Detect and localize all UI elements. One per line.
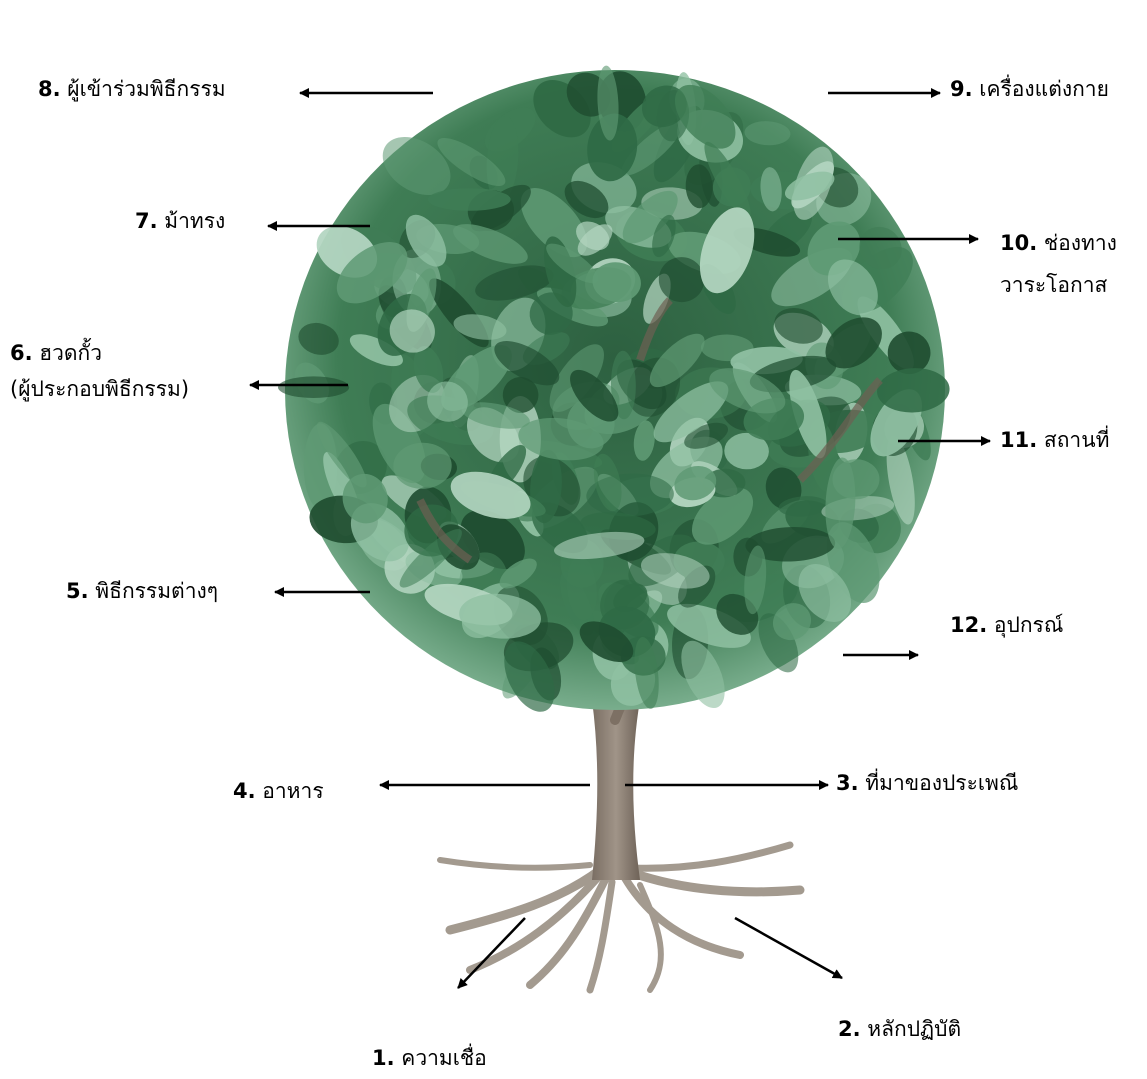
label-equipment: 12. อุปกรณ์ — [950, 612, 1063, 638]
label-number: 12. — [950, 613, 987, 637]
label-medium: 7. ม้าทรง — [135, 208, 225, 234]
label-number: 9. — [950, 77, 973, 101]
label-timing: 10. ช่องทาง วาระโอกาส — [1000, 230, 1117, 298]
label-text: อาหาร — [262, 779, 323, 803]
label-text: ความเชื่อ — [401, 1046, 487, 1070]
label-number: 4. — [233, 779, 256, 803]
label-text: ผู้เข้าร่วมพิธีกรรม — [67, 77, 225, 101]
label-participants: 8. ผู้เข้าร่วมพิธีกรรม — [38, 76, 226, 102]
label-costume: 9. เครื่องแต่งกาย — [950, 76, 1109, 102]
label-text: สถานที่ — [1044, 428, 1110, 452]
leaf-cluster — [278, 376, 349, 398]
label-number: 6. — [10, 341, 33, 365]
label-rituals: 5. พิธีกรรมต่างๆ — [66, 578, 218, 604]
label-belief: 1. ความเชื่อ — [372, 1045, 487, 1071]
label-text-line2: (ผู้ประกอบพิธีกรรม) — [10, 377, 189, 401]
label-text: เครื่องแต่งกาย — [979, 77, 1109, 101]
label-text: ที่มาของประเพณี — [865, 771, 1018, 795]
leaf-cluster — [428, 188, 511, 211]
label-number: 8. — [38, 77, 61, 101]
label-text: หลักปฏิบัติ — [867, 1017, 961, 1041]
label-number: 2. — [838, 1017, 861, 1041]
label-text: ม้าทรง — [164, 209, 225, 233]
label-text: ฮวดกั้ว — [39, 341, 102, 365]
arrow-practice — [735, 918, 842, 978]
label-number: 1. — [372, 1046, 395, 1070]
label-number: 3. — [836, 771, 859, 795]
label-number: 5. — [66, 579, 89, 603]
trunk — [592, 700, 640, 880]
label-text-line2: วาระโอกาส — [1000, 273, 1107, 297]
label-text: อุปกรณ์ — [994, 613, 1063, 637]
canopy — [278, 64, 951, 720]
label-number: 11. — [1000, 428, 1037, 452]
label-text: พิธีกรรมต่างๆ — [95, 579, 218, 603]
root — [632, 845, 790, 868]
label-practice: 2. หลักปฏิบัติ — [838, 1016, 961, 1042]
root — [440, 860, 590, 868]
label-number: 10. — [1000, 231, 1037, 255]
label-origin: 3. ที่มาของประเพณี — [836, 770, 1018, 796]
label-text: ช่องทาง — [1044, 231, 1117, 255]
label-food: 4. อาหาร — [233, 778, 324, 804]
label-officiant: 6. ฮวดกั้ว (ผู้ประกอบพิธีกรรม) — [10, 340, 189, 402]
label-number: 7. — [135, 209, 158, 233]
root — [630, 872, 800, 892]
label-place: 11. สถานที่ — [1000, 427, 1109, 453]
